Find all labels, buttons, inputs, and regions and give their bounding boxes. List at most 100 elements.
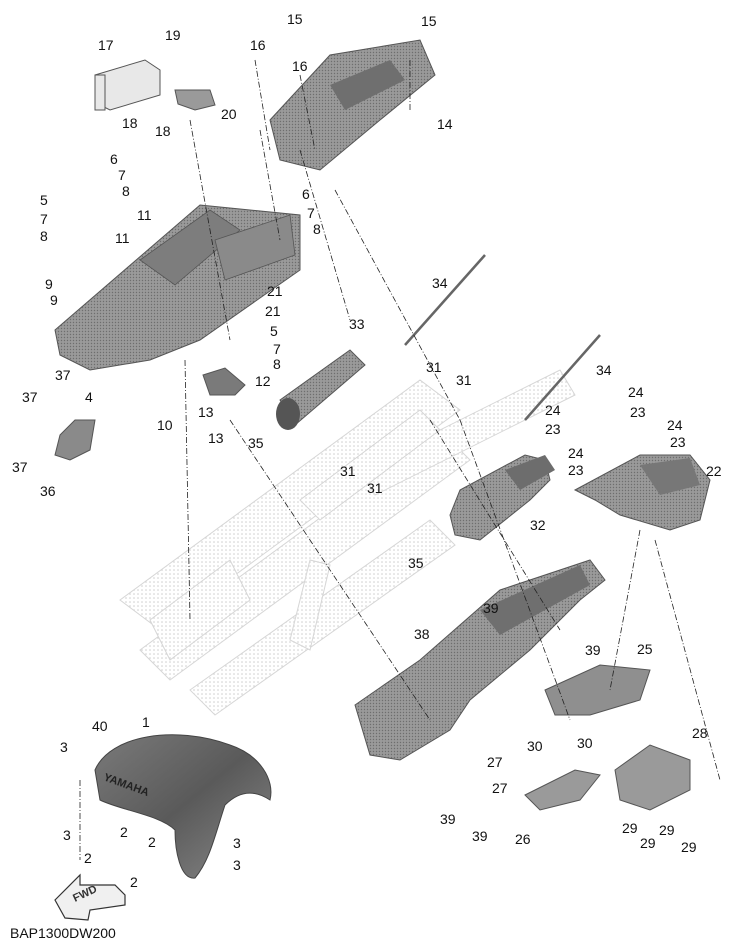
mudguard-part-1: YAMAHA — [94, 734, 272, 879]
callout-35: 35 — [248, 435, 264, 451]
bracket-part-26 — [524, 769, 601, 811]
housing-part-32 — [449, 454, 555, 541]
callout-26: 26 — [515, 831, 531, 847]
callout-23: 23 — [630, 404, 646, 420]
callout-30: 30 — [577, 735, 593, 751]
callout-2: 2 — [148, 834, 156, 850]
callout-1: 1 — [142, 714, 150, 730]
callout-38: 38 — [414, 626, 430, 642]
callout-21: 21 — [267, 283, 283, 299]
callout-33: 33 — [349, 316, 365, 332]
callout-4: 4 — [85, 389, 93, 405]
callout-40: 40 — [92, 718, 108, 734]
callout-36: 36 — [40, 483, 56, 499]
callout-17: 17 — [98, 37, 114, 53]
callout-2: 2 — [120, 824, 128, 840]
callout-35: 35 — [408, 555, 424, 571]
cover-part-22 — [573, 454, 711, 531]
callout-24: 24 — [545, 402, 561, 418]
callout-32: 32 — [530, 517, 546, 533]
long-bolt-part-34 — [404, 254, 601, 421]
callout-22: 22 — [706, 463, 722, 479]
callout-14: 14 — [437, 116, 453, 132]
callout-18: 18 — [155, 123, 171, 139]
cylinder-part-33 — [276, 349, 366, 430]
stay-part-17 — [94, 59, 161, 111]
callout-28: 28 — [692, 725, 708, 741]
callout-27: 27 — [492, 780, 508, 796]
callout-8: 8 — [313, 221, 321, 237]
callout-11: 11 — [115, 230, 130, 246]
callout-31: 31 — [456, 372, 472, 388]
callout-39: 39 — [585, 642, 601, 658]
callout-31: 31 — [367, 480, 383, 496]
callout-16: 16 — [292, 58, 308, 74]
callout-2: 2 — [84, 850, 92, 866]
callout-25: 25 — [637, 641, 653, 657]
callout-29: 29 — [622, 820, 638, 836]
callout-23: 23 — [670, 434, 686, 450]
callout-27: 27 — [487, 754, 503, 770]
callout-19: 19 — [165, 27, 181, 43]
callout-34: 34 — [432, 275, 448, 291]
callout-6: 6 — [110, 151, 118, 167]
callout-8: 8 — [273, 356, 281, 372]
callout-39: 39 — [472, 828, 488, 844]
callout-3: 3 — [63, 827, 71, 843]
callout-2: 2 — [130, 874, 138, 890]
callout-39: 39 — [483, 600, 499, 616]
callout-37: 37 — [22, 389, 38, 405]
callout-37: 37 — [55, 367, 71, 383]
callout-7: 7 — [273, 341, 281, 357]
upper-stay-part-14 — [269, 39, 436, 171]
callout-3: 3 — [233, 835, 241, 851]
fwd-arrow: FWD — [54, 873, 126, 921]
callout-31: 31 — [426, 359, 442, 375]
callout-24: 24 — [667, 417, 683, 433]
bracket-part-25 — [544, 664, 651, 716]
callout-21: 21 — [265, 303, 281, 319]
callout-5: 5 — [40, 192, 48, 208]
callout-7: 7 — [307, 205, 315, 221]
callout-3: 3 — [233, 857, 241, 873]
callout-8: 8 — [122, 183, 130, 199]
callout-23: 23 — [545, 421, 561, 437]
callout-29: 29 — [640, 835, 656, 851]
callout-8: 8 — [40, 228, 48, 244]
upper-bracket-part-4 — [54, 204, 301, 371]
inner-fender-part-38 — [354, 559, 606, 761]
callout-34: 34 — [596, 362, 612, 378]
callout-15: 15 — [421, 13, 437, 29]
callout-23: 23 — [568, 462, 584, 478]
callout-39: 39 — [440, 811, 456, 827]
callout-12: 12 — [255, 373, 271, 389]
callout-30: 30 — [527, 738, 543, 754]
leader-lines — [79, 59, 721, 860]
callout-29: 29 — [659, 822, 675, 838]
callout-9: 9 — [50, 292, 58, 308]
frame-ghost — [119, 369, 576, 716]
bracket-part-36 — [54, 419, 96, 461]
callout-7: 7 — [118, 167, 126, 183]
callout-31: 31 — [340, 463, 356, 479]
callout-16: 16 — [250, 37, 266, 53]
callout-11: 11 — [137, 207, 152, 223]
bracket-part-28 — [614, 744, 691, 811]
callout-3: 3 — [60, 739, 68, 755]
callout-13: 13 — [208, 430, 224, 446]
callout-6: 6 — [302, 186, 310, 202]
bracket-part-20 — [174, 89, 216, 111]
callout-5: 5 — [270, 323, 278, 339]
callout-13: 13 — [198, 404, 214, 420]
callout-29: 29 — [681, 839, 697, 855]
diagram-code: BAP1300DW200 — [10, 925, 116, 941]
callout-9: 9 — [45, 276, 53, 292]
callout-18: 18 — [122, 115, 138, 131]
callout-10: 10 — [157, 417, 173, 433]
callout-15: 15 — [287, 11, 303, 27]
callout-7: 7 — [40, 211, 48, 227]
callout-24: 24 — [628, 384, 644, 400]
block-part-12 — [202, 367, 246, 396]
